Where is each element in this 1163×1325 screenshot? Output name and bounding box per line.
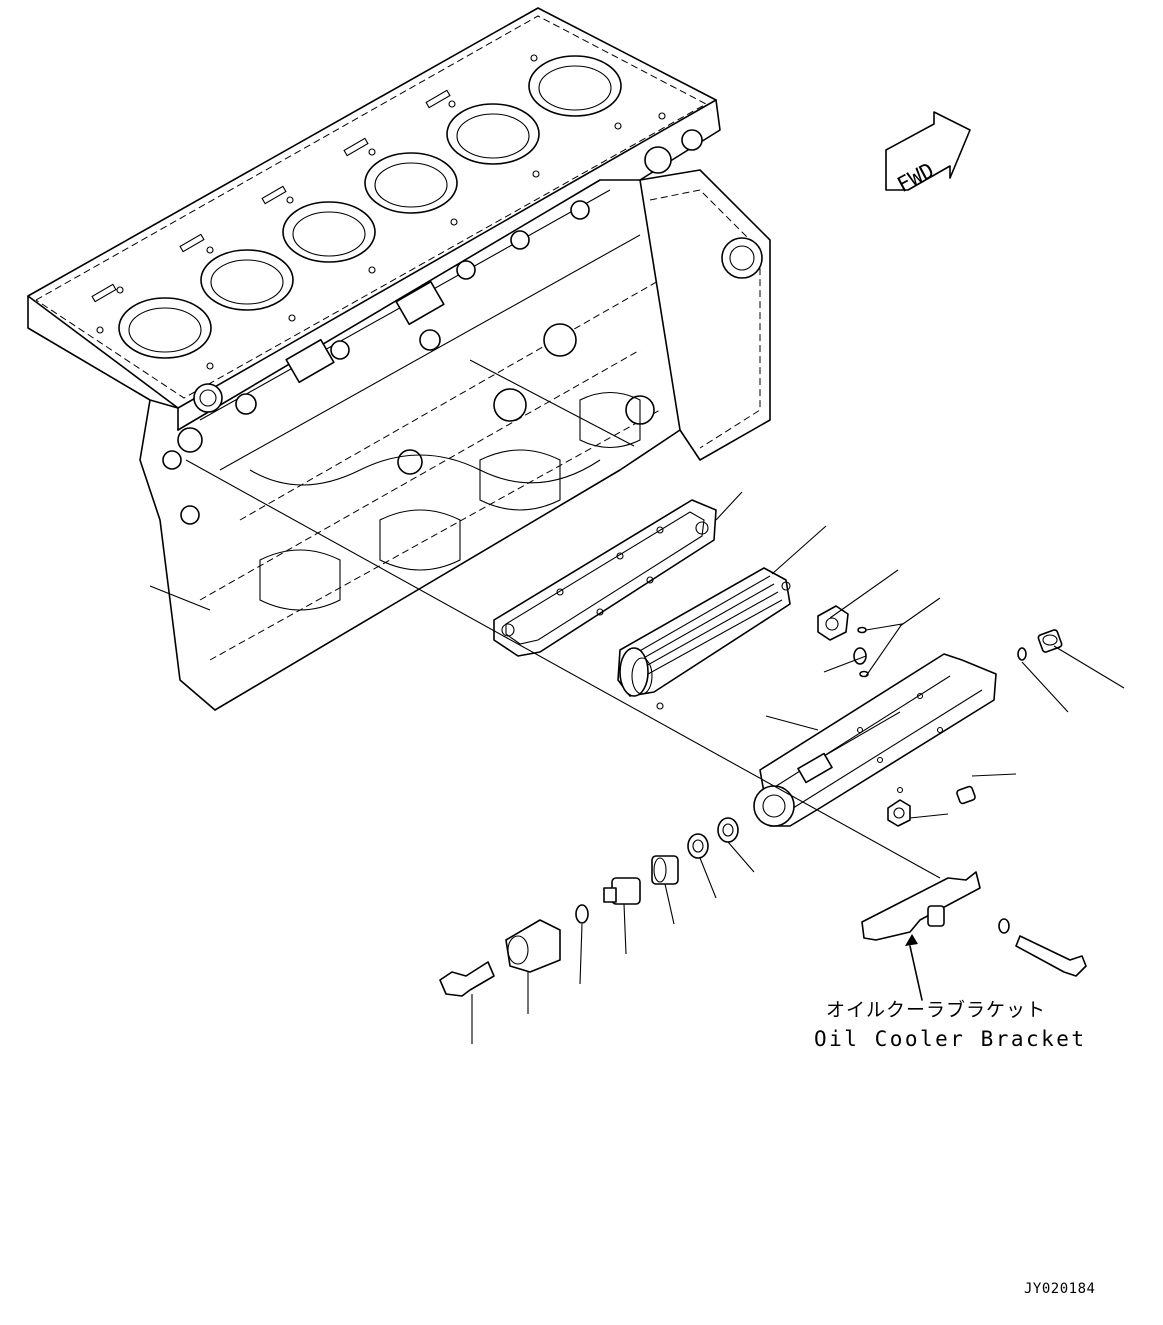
spring-cap xyxy=(505,919,561,973)
plug-bottom xyxy=(887,799,911,827)
block-side-features xyxy=(162,129,763,611)
valve-plug xyxy=(651,855,679,885)
fwd-arrow: FWD xyxy=(885,111,971,197)
small-gasket xyxy=(817,605,849,641)
oil-cooler-gasket xyxy=(493,499,717,657)
plug-mid xyxy=(956,785,976,805)
drawing-number: JY020184 xyxy=(1024,1281,1095,1297)
washer-1 xyxy=(717,817,739,843)
oil-cooler-element xyxy=(617,567,791,710)
callout-label-en: Oil Cooler Bracket xyxy=(814,1027,1087,1051)
callout-label-jp: オイルクーラブラケット xyxy=(826,998,1046,1021)
regulator-valve xyxy=(603,877,641,905)
oil-cooler-bracket xyxy=(861,871,1087,977)
washer-2 xyxy=(687,833,709,859)
o-ring-small xyxy=(575,904,589,924)
engine-block xyxy=(27,7,771,711)
deck-holes xyxy=(91,54,666,370)
plug-top xyxy=(1017,629,1063,661)
leader-lines xyxy=(149,359,1125,1044)
flange-bolt-left xyxy=(439,961,495,997)
cylinder-bores xyxy=(118,55,622,359)
o-rings xyxy=(853,623,904,678)
